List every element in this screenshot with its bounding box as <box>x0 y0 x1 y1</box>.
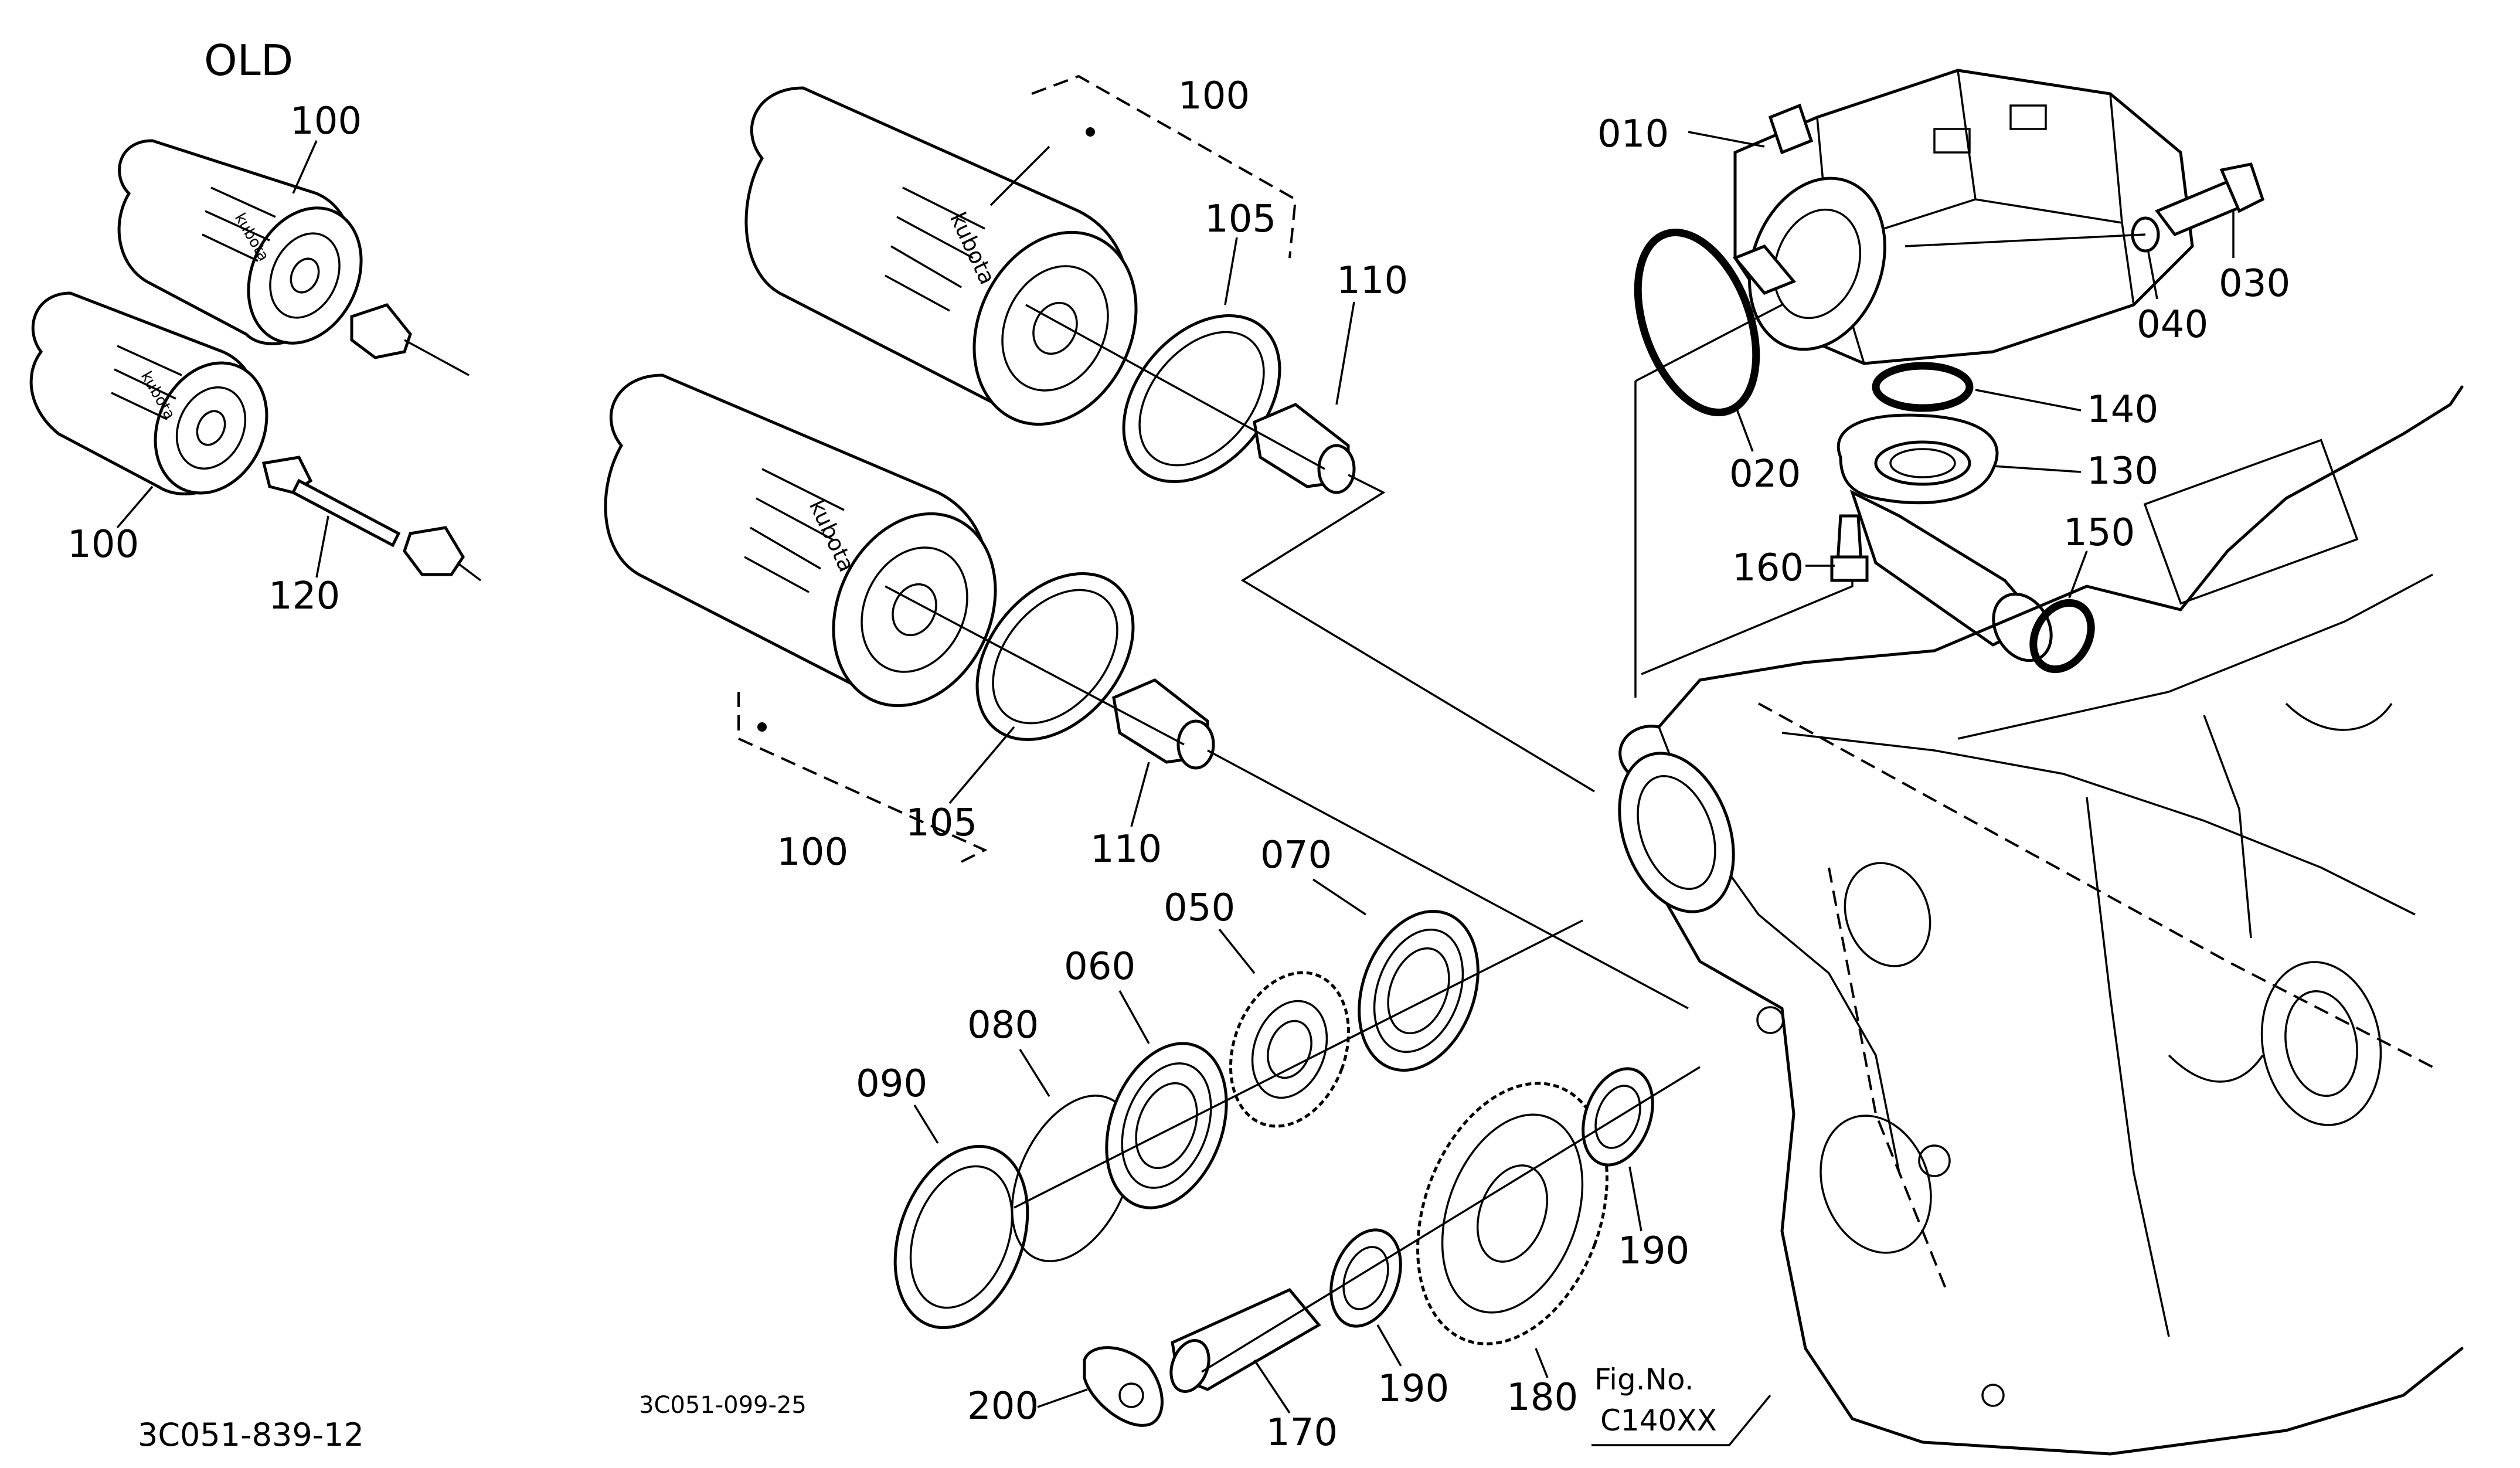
label-120: 120 <box>268 575 340 618</box>
pump-group: 010 020 030 040 130 140 150 160 <box>1597 69 2290 698</box>
label-100-old-lower: 100 <box>67 523 139 566</box>
label-170: 170 <box>1266 1411 1338 1455</box>
old-filter-lower: kubota <box>29 291 268 495</box>
fig-label: Fig.No. <box>1594 1362 1694 1396</box>
label-050: 050 <box>1164 886 1235 930</box>
label-110-lower: 110 <box>1090 828 1162 871</box>
figure-reference: Fig.No. C140XX <box>1591 1362 1771 1446</box>
old-diagram-code: 3C051-839-12 <box>138 1416 364 1453</box>
label-030: 030 <box>2219 262 2290 305</box>
label-010: 010 <box>1597 113 1669 156</box>
label-100-old-upper: 100 <box>290 100 362 143</box>
old-label: OLD <box>204 36 293 85</box>
gear-group: 050 060 070 080 090 170 180 190 190 200 … <box>639 834 1701 1455</box>
label-105-upper: 105 <box>1205 198 1276 241</box>
fig-number: C140XX <box>1600 1404 1717 1438</box>
label-040: 040 <box>2137 303 2208 346</box>
label-130: 130 <box>2087 450 2158 493</box>
label-110-upper: 110 <box>1336 259 1408 303</box>
label-100-upper: 100 <box>1178 74 1250 118</box>
label-020: 020 <box>1729 453 1801 496</box>
filter-group: kubota kubota 100 105 110 10 <box>604 74 1689 1010</box>
filter-upper: kubota <box>744 86 1138 426</box>
old-section: OLD kubota kubota 100 100 12 <box>29 36 482 1453</box>
label-190-lower: 190 <box>1378 1367 1449 1411</box>
label-140: 140 <box>2087 388 2158 431</box>
label-190-upper: 190 <box>1618 1229 1689 1273</box>
label-080: 080 <box>967 1004 1039 1047</box>
label-160: 160 <box>1732 546 1804 590</box>
label-090: 090 <box>856 1062 927 1106</box>
label-150: 150 <box>2063 511 2135 555</box>
transmission-housing <box>1618 385 2464 1456</box>
new-diagram-code: 3C051-099-25 <box>639 1392 807 1419</box>
label-070: 070 <box>1260 834 1332 877</box>
label-200: 200 <box>967 1385 1039 1428</box>
filter-lower: kubota <box>604 373 997 708</box>
label-180: 180 <box>1506 1376 1578 1419</box>
label-060: 060 <box>1064 945 1135 988</box>
label-105-lower: 105 <box>906 801 977 845</box>
label-100-lower: 100 <box>777 831 848 874</box>
